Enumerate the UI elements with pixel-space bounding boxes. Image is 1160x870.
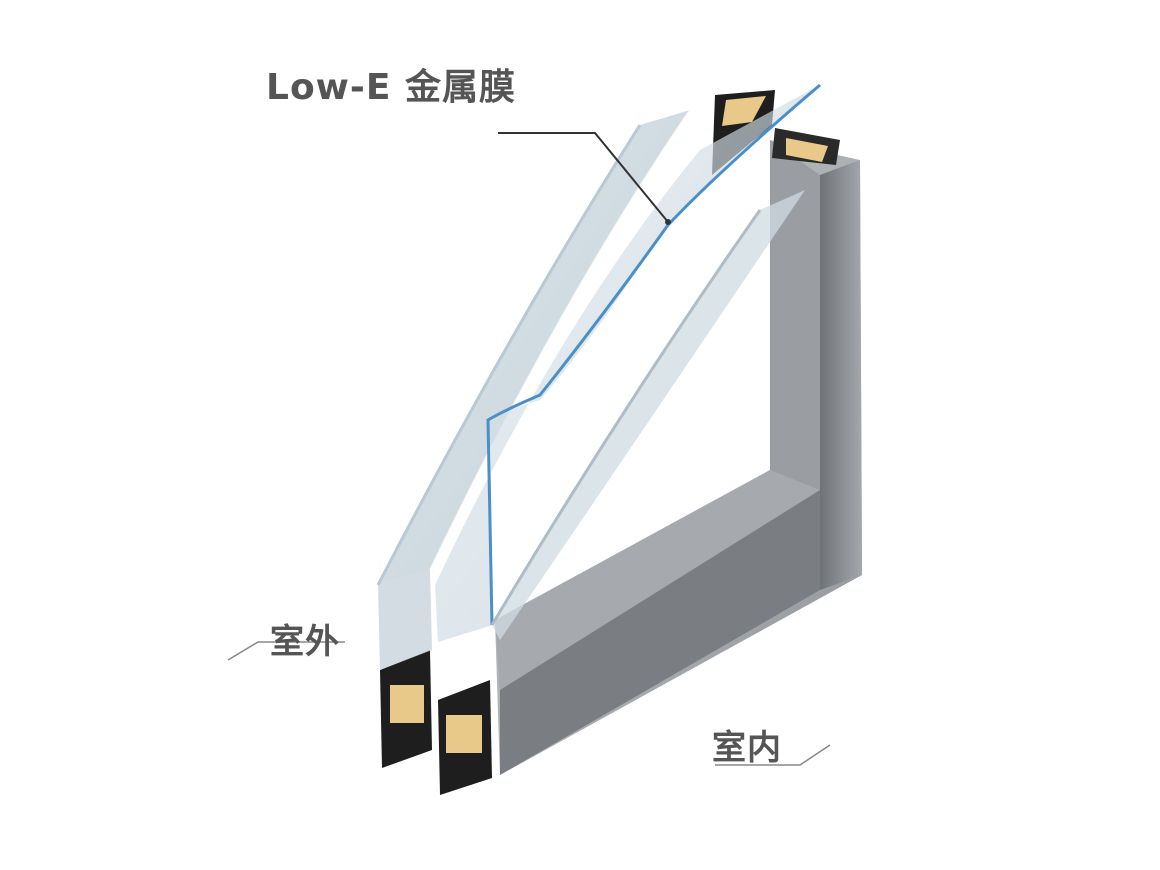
low-e-leader-dot [665, 219, 671, 225]
indoor-label: 室内 [712, 728, 782, 768]
outdoor-pointer-line [227, 641, 345, 661]
spacer-top-inner [772, 128, 840, 165]
spacer-bottom-inner [438, 680, 492, 795]
inner-glass-pane [490, 190, 805, 640]
low-e-glass-pane [435, 83, 821, 642]
outer-glass-pane [376, 109, 691, 670]
indoor-pointer-line [715, 744, 831, 766]
spacer-bottom-outer [380, 650, 432, 768]
low-e-leader-line [498, 132, 669, 223]
outdoor-label: 室外 [270, 622, 340, 662]
window-frame [495, 140, 862, 775]
low-e-film-label: Low-E 金属膜 [266, 67, 516, 108]
